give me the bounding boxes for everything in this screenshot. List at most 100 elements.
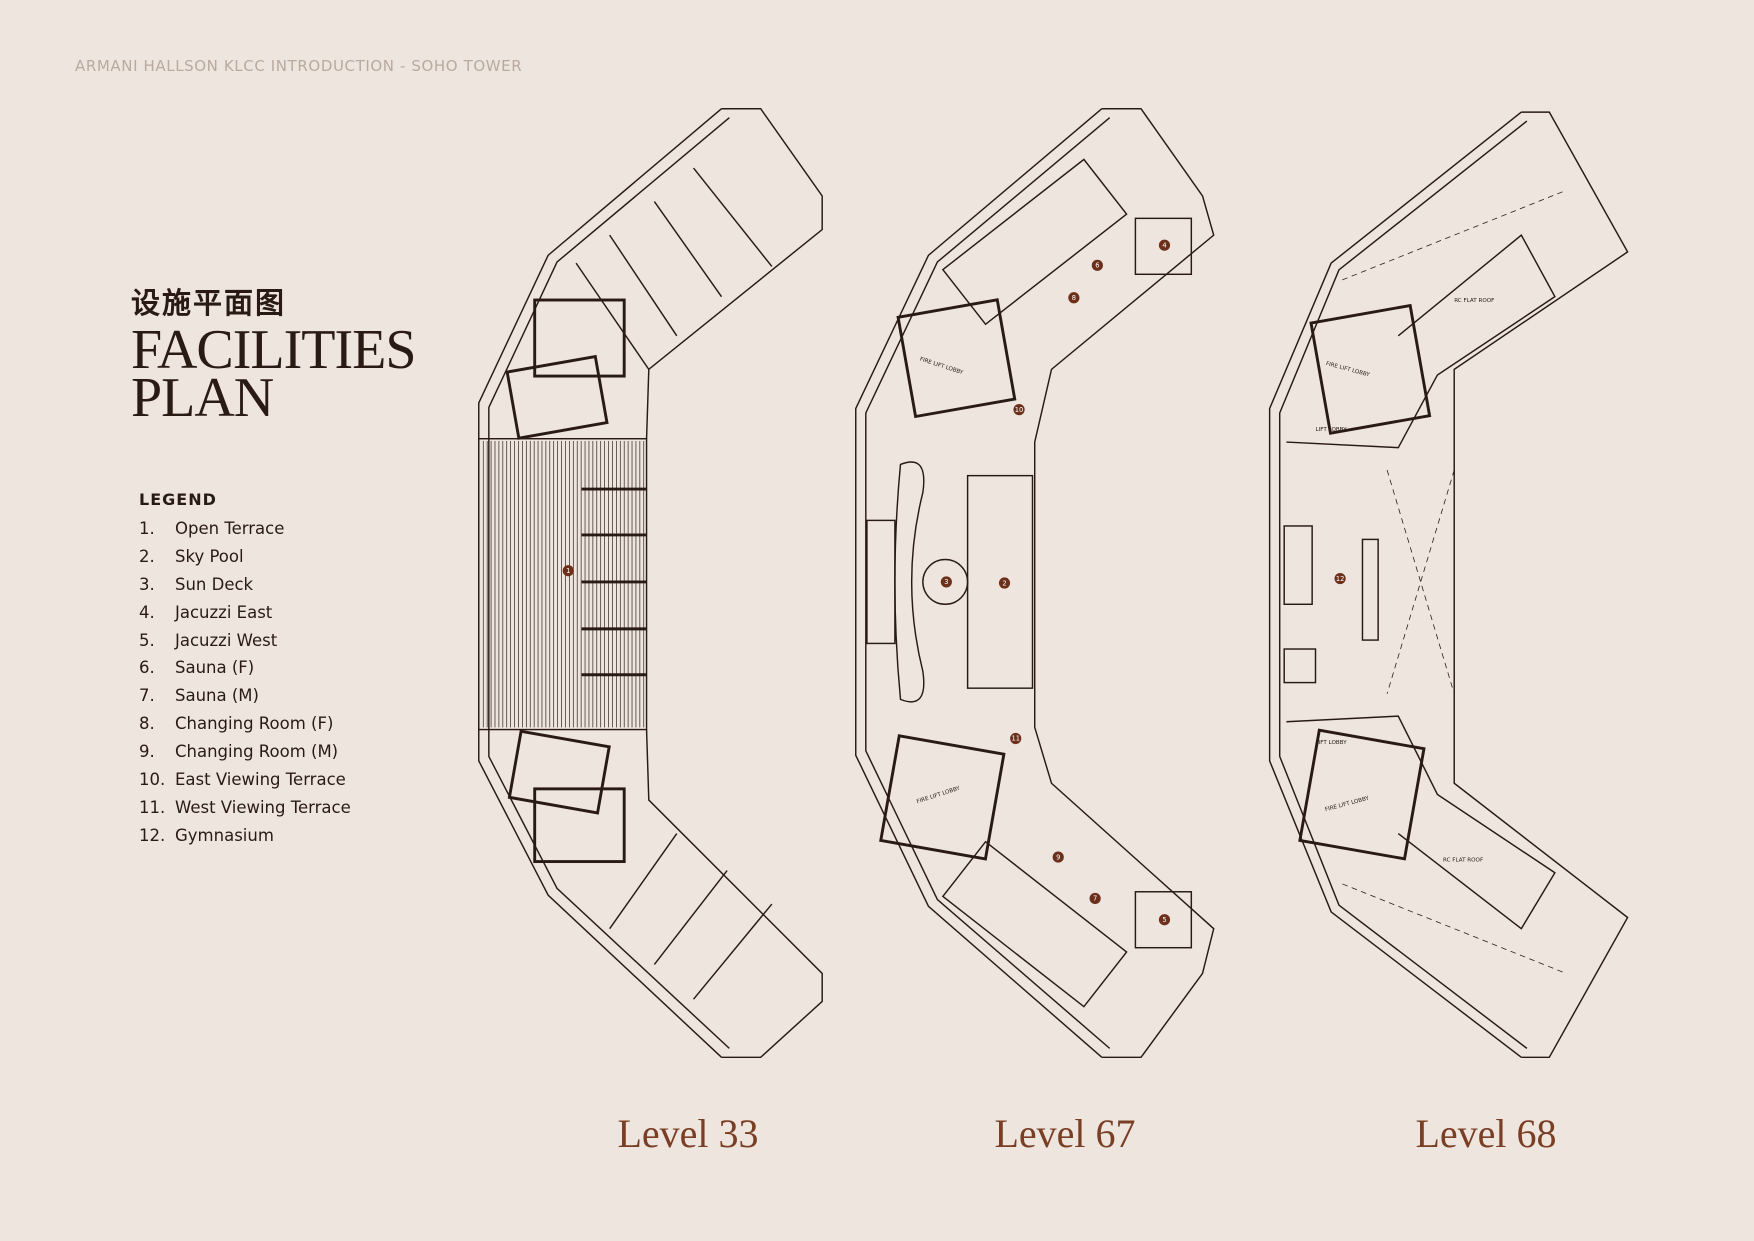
title-line-2: PLAN bbox=[131, 367, 274, 429]
outer-wall-inner bbox=[1278, 120, 1528, 1049]
svg-text:7: 7 bbox=[1093, 895, 1097, 903]
partition bbox=[653, 870, 728, 965]
marker-8: 8 bbox=[1068, 292, 1080, 304]
partition bbox=[609, 234, 678, 337]
label-fire-lift-lobby: FIRE LIFT LOBBY bbox=[916, 785, 961, 805]
lift-core bbox=[505, 354, 609, 440]
label-lift-lobby: LIFT LOBBY bbox=[1316, 740, 1348, 746]
legend-num: 10. bbox=[139, 770, 166, 790]
legend-label: Jacuzzi West bbox=[175, 630, 278, 650]
lift-core bbox=[507, 729, 611, 815]
sun-deck-circle bbox=[922, 558, 969, 606]
roof-slope bbox=[1386, 469, 1455, 694]
jacuzzi-west bbox=[1134, 891, 1193, 949]
svg-text:9: 9 bbox=[1056, 853, 1060, 861]
legend-num: 6. bbox=[139, 658, 155, 678]
legend-item: 7. Sauna (M) bbox=[139, 686, 351, 714]
sun-deck-loungers-south bbox=[941, 840, 1128, 1008]
partition bbox=[692, 903, 773, 1000]
sun-deck-loungers-north bbox=[941, 158, 1128, 326]
legend-item: 11.West Viewing Terrace bbox=[139, 798, 351, 826]
legend-item: 9.Changing Room (M) bbox=[139, 742, 351, 770]
label-lift-lobby: LIFT LOBBY bbox=[1316, 427, 1348, 433]
svg-text:4: 4 bbox=[1162, 241, 1166, 249]
svg-text:6: 6 bbox=[1095, 262, 1099, 270]
gym-equipment bbox=[1283, 525, 1313, 606]
marker-4: 4 bbox=[1158, 239, 1171, 251]
legend-num: 4. bbox=[139, 602, 155, 622]
level-68-label: Level 68 bbox=[1415, 1111, 1557, 1156]
legend-label: Gymnasium bbox=[175, 825, 274, 845]
terrace-decking bbox=[482, 440, 645, 728]
legend-label: Sauna (F) bbox=[175, 658, 255, 678]
lift-core bbox=[1298, 728, 1426, 861]
svg-text:3: 3 bbox=[944, 578, 948, 586]
marker-1: 1 bbox=[562, 565, 574, 577]
gym-wall-north bbox=[1286, 234, 1556, 449]
roof-edge bbox=[1453, 111, 1629, 1059]
legend-item: 8. Changing Room (F) bbox=[139, 714, 351, 742]
floor-plan-level-67: FIRE LIFT LOBBY FIRE LIFT LOBBY 4 6 8 10… bbox=[855, 108, 1215, 1059]
legend-num: 2. bbox=[139, 546, 155, 566]
legend-heading: LEGEND bbox=[139, 490, 217, 509]
legend-label: Sun Deck bbox=[175, 574, 254, 594]
marker-12: 12 bbox=[1334, 572, 1346, 585]
legend-item: 3. Sun Deck bbox=[139, 575, 351, 603]
legend-num: 8. bbox=[139, 714, 155, 734]
svg-text:12: 12 bbox=[1336, 575, 1345, 583]
legend-label: Jacuzzi East bbox=[175, 602, 273, 622]
legend-item: 4. Jacuzzi East bbox=[139, 603, 351, 631]
legend-num: 12. bbox=[139, 825, 166, 845]
partition bbox=[609, 833, 678, 930]
outer-wall bbox=[1268, 111, 1522, 1058]
page-title: FACILITIES PLAN bbox=[131, 319, 416, 429]
legend-item: 12. Gymnasium bbox=[139, 826, 351, 854]
legend-num: 1. bbox=[139, 519, 155, 538]
legend-label: Sky Pool bbox=[175, 546, 244, 566]
legend-label: Changing Room (M) bbox=[175, 742, 339, 762]
jacuzzi-east bbox=[1134, 217, 1193, 276]
outer-wall-inner bbox=[865, 117, 1111, 1049]
roof-slope bbox=[1386, 469, 1455, 694]
floor-plan-level-33: 1 bbox=[478, 108, 823, 1059]
roof-slope bbox=[1342, 190, 1567, 281]
legend-num: 3. bbox=[139, 574, 155, 594]
label-rc-flat-roof: RC FLAT ROOF bbox=[1443, 858, 1483, 864]
marker-9: 9 bbox=[1052, 851, 1064, 863]
lift-core bbox=[1309, 303, 1432, 435]
legend-label: Open Terrace bbox=[175, 519, 285, 538]
lift-core bbox=[896, 298, 1017, 419]
svg-text:2: 2 bbox=[1002, 579, 1006, 587]
label-fire-lift-lobby: FIRE LIFT LOBBY bbox=[919, 357, 964, 377]
marker-11: 11 bbox=[1010, 732, 1022, 745]
title-line-1: FACILITIES bbox=[131, 319, 416, 381]
legend-label: Sauna (M) bbox=[175, 686, 259, 706]
marker-6: 6 bbox=[1091, 259, 1103, 271]
gym-equipment bbox=[1283, 648, 1317, 684]
legend-item: 1. Open Terrace bbox=[139, 519, 351, 547]
inner-edge bbox=[1033, 108, 1215, 1059]
label-rc-flat-roof: RC FLAT ROOF bbox=[1454, 298, 1494, 304]
marker-7: 7 bbox=[1089, 892, 1101, 905]
label-fire-lift-lobby: FIRE LIFT LOBBY bbox=[1325, 361, 1371, 379]
level-67-label: Level 67 bbox=[994, 1111, 1136, 1156]
partition bbox=[692, 167, 773, 267]
legend-item: 10. East Viewing Terrace bbox=[139, 770, 351, 798]
legend-label: West Viewing Terrace bbox=[175, 797, 351, 817]
marker-3: 3 bbox=[940, 576, 952, 588]
marker-10: 10 bbox=[1013, 404, 1025, 416]
level-33-label: Level 33 bbox=[617, 1111, 759, 1156]
roof-slope bbox=[1342, 883, 1567, 974]
marker-5: 5 bbox=[1158, 914, 1171, 926]
legend-label: East Viewing Terrace bbox=[175, 770, 346, 790]
stair bbox=[866, 519, 896, 645]
treadmills bbox=[1361, 538, 1379, 641]
legend-num: 7. bbox=[139, 686, 155, 706]
sun-deck-pool bbox=[894, 461, 925, 703]
svg-text:5: 5 bbox=[1162, 916, 1166, 924]
gym-wall-south bbox=[1286, 715, 1556, 930]
label-fire-lift-lobby: FIRE LIFT LOBBY bbox=[1325, 796, 1371, 814]
legend-label: Changing Room (F) bbox=[175, 714, 334, 734]
legend-item: 5.Jacuzzi West bbox=[139, 631, 351, 659]
title-chinese: 设施平面图 bbox=[131, 286, 287, 320]
